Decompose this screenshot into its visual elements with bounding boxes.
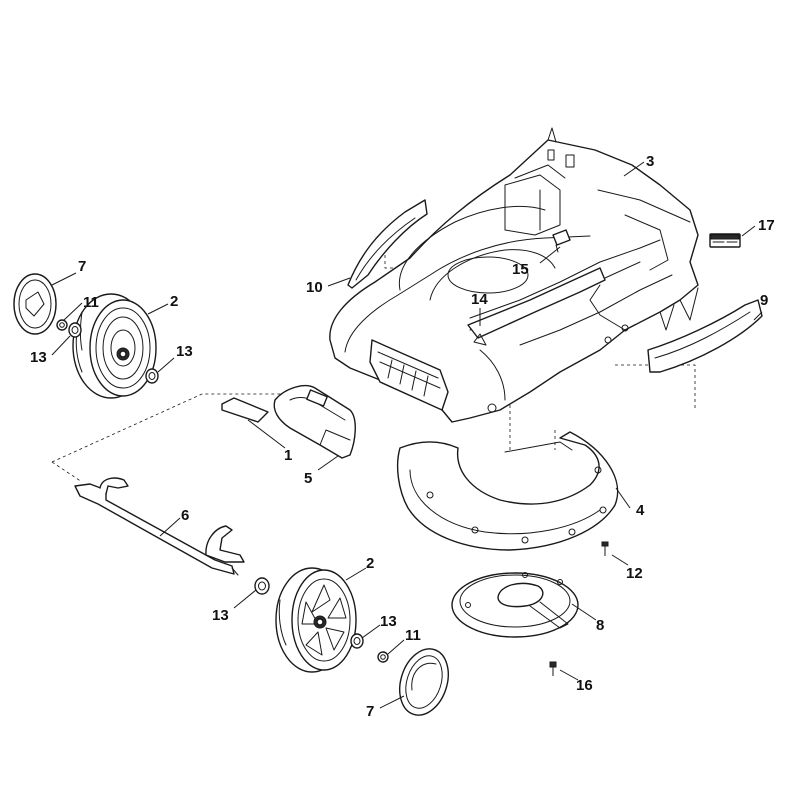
part-5-mulch-plug	[273, 384, 356, 459]
part-11-nut-bottom	[377, 651, 389, 663]
part-13-bushing-left-b	[145, 368, 159, 384]
part-16-screw	[549, 661, 557, 676]
callout-4: 4	[636, 502, 645, 519]
part-7-hubcap-bottom	[399, 648, 449, 716]
part-10-side-trim-left	[347, 199, 428, 289]
part-15-clip	[552, 229, 571, 253]
callout-9: 9	[760, 292, 768, 309]
callout-5: 5	[304, 470, 312, 487]
part-12-screw	[601, 541, 609, 556]
callout-15: 15	[512, 261, 529, 278]
callout-10: 10	[306, 279, 323, 296]
leader-lines	[51, 161, 763, 709]
callout-13-bottom-a: 13	[212, 607, 229, 624]
callout-labels: 3 17 15 14 10 9 7 11 13 2 13 1 5 4 12 6 …	[30, 153, 775, 720]
callout-6: 6	[181, 507, 189, 524]
part-2-wheel-left	[72, 293, 157, 399]
callout-14: 14	[471, 291, 488, 308]
callout-13-left-a: 13	[30, 349, 47, 366]
part-13-bushing-bottom-b	[350, 633, 364, 649]
part-6-axle	[74, 477, 245, 576]
part-13-bushing-bottom-a	[254, 577, 270, 595]
callout-11-left: 11	[83, 294, 99, 311]
callout-17: 17	[758, 217, 775, 234]
part-11-nut-left	[56, 319, 68, 331]
callout-12: 12	[626, 565, 643, 582]
part-9-side-trim-rear	[647, 299, 763, 373]
callout-11-bottom: 11	[405, 627, 421, 644]
callout-13-left-b: 13	[176, 343, 193, 360]
callout-8: 8	[596, 617, 604, 634]
part-13-bushing-left-a	[68, 322, 82, 338]
part-4-baffle-ring	[396, 431, 619, 551]
part-8-guard-plate	[451, 572, 579, 638]
callout-7-bottom: 7	[366, 703, 374, 720]
callout-3: 3	[646, 153, 654, 170]
part-14-rear-bracket	[467, 267, 606, 346]
part-7-hubcap-left	[13, 273, 57, 335]
callout-7-left: 7	[78, 258, 86, 275]
callout-2-bottom: 2	[366, 555, 374, 572]
callout-2-left: 2	[170, 293, 178, 310]
part-2-wheel-bottom	[275, 567, 357, 673]
part-17-label	[709, 233, 741, 248]
callout-13-bottom-b: 13	[380, 613, 397, 630]
callout-16: 16	[576, 677, 593, 694]
part-3-mower-housing	[329, 127, 699, 423]
callout-1: 1	[284, 447, 292, 464]
part-1-label	[221, 397, 269, 423]
